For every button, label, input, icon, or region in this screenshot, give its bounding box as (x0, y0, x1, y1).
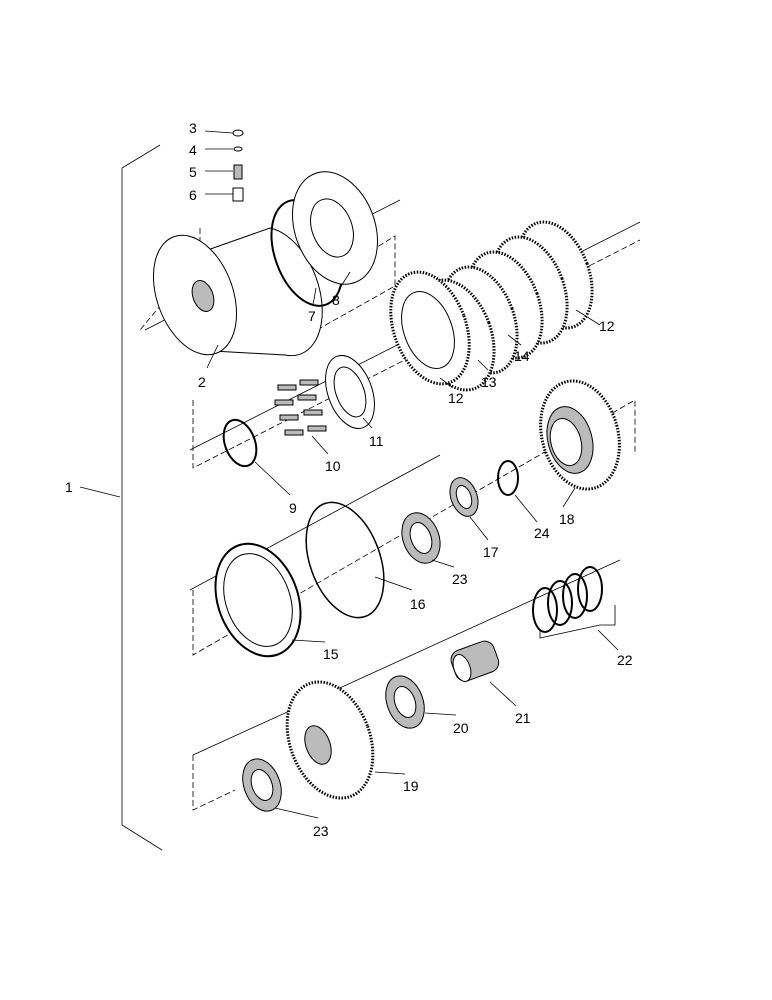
part-3-ring (232, 129, 244, 137)
callout-7: 7 (308, 308, 316, 324)
part-8-piston (291, 171, 379, 285)
callout-12-upper: 12 (599, 318, 615, 334)
part-17-bearing (449, 477, 479, 517)
callout-24: 24 (534, 525, 550, 541)
part-23-bearing (401, 512, 441, 564)
part-21-spring (450, 640, 500, 682)
group-outline-2 (192, 239, 641, 469)
callout-12-lower: 12 (448, 390, 464, 406)
part-4-washer (233, 146, 243, 152)
part-20-bearing (385, 675, 425, 729)
part-24-ring (497, 460, 519, 496)
callout-17: 17 (483, 544, 499, 560)
callout-1: 1 (65, 479, 73, 495)
callout-23-upper: 23 (452, 571, 468, 587)
leader-lines (79, 130, 619, 819)
part-19-gear (285, 680, 375, 800)
part-18-gear (539, 379, 621, 491)
callout-15: 15 (323, 646, 339, 662)
callout-20: 20 (453, 720, 469, 736)
callout-9: 9 (289, 500, 297, 516)
group-outline-4 (192, 755, 236, 811)
assembly-bracket (121, 144, 163, 851)
callout-8: 8 (332, 292, 340, 308)
callout-3: 3 (189, 120, 197, 136)
callout-14: 14 (514, 348, 530, 364)
part-5-spring (233, 164, 243, 180)
part-9-snap-ring (222, 418, 258, 468)
callout-16: 16 (410, 596, 426, 612)
callout-5: 5 (189, 164, 197, 180)
callout-22: 22 (617, 652, 633, 668)
part-11-plate (325, 355, 375, 429)
part-23-bearing-lower (242, 758, 282, 812)
callout-13: 13 (481, 374, 497, 390)
callout-23-lower: 23 (313, 823, 329, 839)
part-22-spring-washers (532, 566, 616, 639)
callout-19: 19 (403, 778, 419, 794)
callout-10: 10 (325, 458, 341, 474)
part-6-plug (232, 187, 244, 202)
callout-4: 4 (189, 142, 197, 158)
part-16-snap-ring (305, 501, 385, 619)
clutch-pack (389, 220, 594, 392)
part-15-plate (214, 542, 302, 658)
callout-18: 18 (559, 511, 575, 527)
callout-21: 21 (515, 710, 531, 726)
part-10-springs (274, 379, 327, 436)
callout-6: 6 (189, 187, 197, 203)
part-2-housing (152, 227, 323, 357)
callout-11: 11 (369, 433, 384, 449)
callout-2: 2 (198, 374, 206, 390)
